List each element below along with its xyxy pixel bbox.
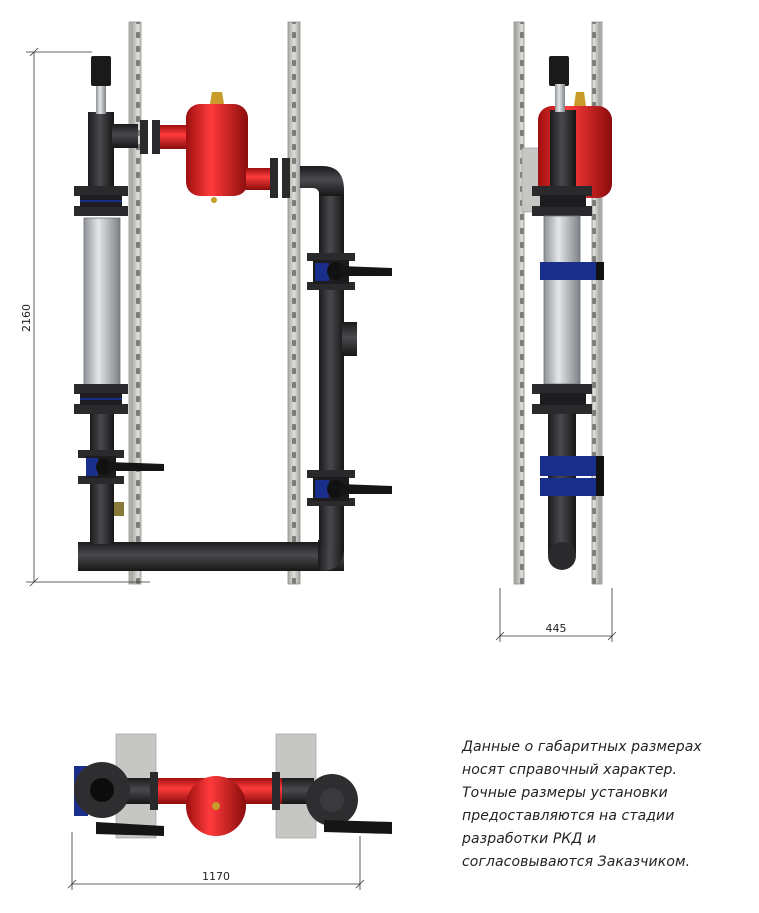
rail-right: [287, 21, 301, 585]
side-sensor-head: [549, 56, 569, 86]
tank-bottom-nipple: [211, 197, 217, 203]
dimension-height: [26, 47, 150, 587]
tank-flange-right: [270, 158, 278, 198]
expansion-tank: [186, 104, 248, 196]
flange-lower: [74, 384, 128, 414]
dimension-depth-label: 445: [546, 622, 567, 635]
note-line: разработки РКД и: [462, 831, 597, 847]
left-column-top-pipe: [88, 112, 114, 192]
valve-left: [78, 450, 164, 484]
side-rail-right: [591, 21, 603, 585]
side-view: 445: [495, 21, 617, 642]
dimension-width-label: 1170: [202, 870, 230, 883]
reference-note: Данные о габаритных размерах носят справ…: [462, 736, 752, 874]
dimension-width: [67, 832, 365, 890]
sensor-head: [91, 56, 111, 86]
top-tank-cap: [212, 802, 220, 810]
tank-flange-left-2: [152, 120, 160, 154]
note-line: согласовываются Заказчиком.: [462, 854, 691, 870]
front-view: 2160: [20, 21, 392, 587]
side-flange-upper: [532, 186, 592, 216]
note-line: Точные размеры установки: [462, 785, 668, 801]
top-handle-right: [324, 820, 392, 834]
side-valve-lower-2: [540, 478, 602, 496]
side-valve-lower-handle: [596, 456, 604, 496]
top-elbow: [300, 166, 344, 196]
tank-flange-right-2: [282, 158, 290, 198]
side-valve-lower: [540, 456, 602, 476]
left-branch-to-tank: [112, 124, 138, 148]
top-view: 1170: [67, 733, 392, 890]
note-line: Данные о габаритных размерах: [462, 739, 702, 755]
top-handle-left: [96, 822, 164, 836]
flange-upper: [74, 186, 128, 216]
dimension-height-label: 2160: [20, 304, 33, 332]
rail-left: [128, 21, 142, 585]
dimension-depth: [495, 588, 617, 642]
tee-branch: [342, 322, 357, 356]
top-right-bore: [320, 788, 344, 812]
side-column-top: [550, 110, 576, 190]
side-valve-upper: [540, 262, 602, 280]
top-flange-left: [150, 772, 158, 810]
bottom-pipe: [78, 542, 344, 571]
note-line: предоставляются на стадии: [462, 808, 675, 824]
side-valve-upper-handle: [596, 262, 604, 280]
tank-inlet-pipe: [160, 125, 188, 149]
valve-right-lower: [307, 470, 392, 506]
side-filter-body: [543, 215, 581, 385]
side-rail-left: [513, 21, 525, 585]
side-flange-lower: [532, 384, 592, 414]
sensor-stem: [96, 84, 106, 114]
top-flange-right: [272, 772, 280, 810]
tank-valve-cap: [210, 92, 224, 104]
filter-body: [83, 217, 121, 387]
top-left-bore: [90, 778, 114, 802]
small-fitting: [114, 502, 124, 516]
tank-outlet-pipe: [246, 168, 276, 190]
side-sensor-stem: [555, 84, 565, 112]
tank-flange-left: [140, 120, 148, 154]
side-tank-cap: [574, 92, 586, 106]
side-bottom-elbow: [548, 542, 576, 570]
note-line: носят справочный характер.: [462, 762, 678, 778]
valve-right-upper: [307, 253, 392, 290]
